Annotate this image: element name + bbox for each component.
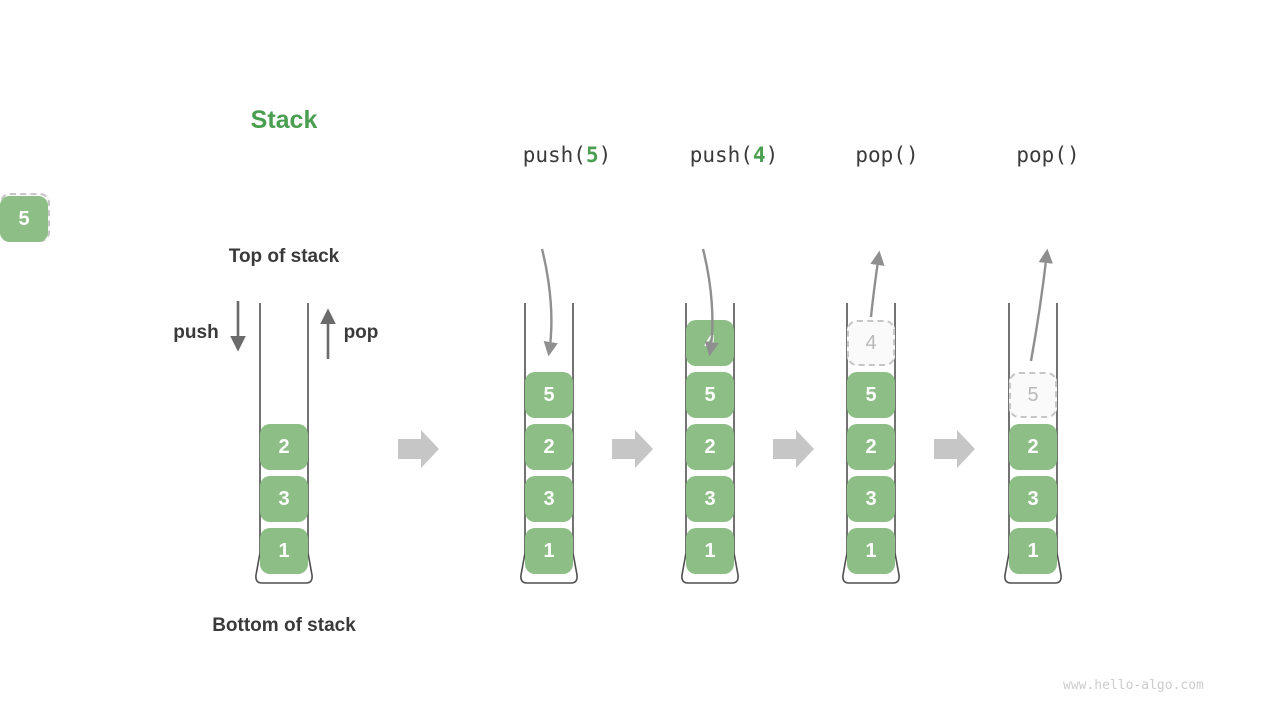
stack-well-push-4: 4 5 2 3 1 bbox=[679, 303, 741, 588]
top-of-stack-label: Top of stack bbox=[228, 246, 340, 267]
ghost-block-removed: 4 bbox=[847, 320, 895, 366]
stack-block: 5 bbox=[686, 372, 734, 418]
operation-label-pop-2: pop() bbox=[1016, 143, 1080, 167]
watermark: www.hello-algo.com bbox=[1063, 678, 1204, 693]
stack-block: 3 bbox=[1009, 476, 1057, 522]
stack-block: 1 bbox=[1009, 528, 1057, 574]
stack-block: 1 bbox=[847, 528, 895, 574]
operation-label-push-5: push(5) bbox=[522, 143, 612, 167]
transition-arrow-icon bbox=[612, 430, 653, 468]
stack-well-push-5: 5 2 3 1 bbox=[518, 303, 580, 588]
stack-block: 3 bbox=[525, 476, 573, 522]
stack-block: 2 bbox=[847, 424, 895, 470]
stack-block: 1 bbox=[686, 528, 734, 574]
stack-block: 3 bbox=[260, 476, 308, 522]
stack-well-pop-1: 4 5 2 3 1 bbox=[840, 303, 902, 588]
stack-block: 2 bbox=[525, 424, 573, 470]
transition-arrow-icon bbox=[773, 430, 814, 468]
bottom-of-stack-label: Bottom of stack bbox=[212, 615, 356, 636]
pop-label: pop bbox=[343, 322, 379, 343]
stack-block: 5 bbox=[525, 372, 573, 418]
stack-container-outline bbox=[1004, 303, 1062, 584]
operation-label-pop-1: pop() bbox=[855, 143, 919, 167]
stack-block: 5 bbox=[847, 372, 895, 418]
push-label: push bbox=[173, 322, 219, 343]
stack-container-outline bbox=[520, 303, 578, 584]
stack-block: 3 bbox=[686, 476, 734, 522]
ghost-block-removed: 5 bbox=[1009, 372, 1057, 418]
stack-block: 1 bbox=[525, 528, 573, 574]
stack-container-outline bbox=[842, 303, 900, 584]
transition-arrow-icon bbox=[398, 430, 439, 468]
stack-block: 2 bbox=[686, 424, 734, 470]
stack-block: 4 bbox=[686, 320, 734, 366]
stack-container-outline bbox=[255, 303, 313, 584]
stack-well-pop-2: 5 2 3 1 bbox=[1002, 303, 1064, 588]
operation-label-push-4: push(4) bbox=[689, 143, 779, 167]
stack-block: 3 bbox=[847, 476, 895, 522]
stack-block: 2 bbox=[260, 424, 308, 470]
diagram-title: Stack bbox=[250, 106, 318, 134]
stack-container-outline bbox=[681, 303, 739, 584]
stack-block: 1 bbox=[260, 528, 308, 574]
transition-arrow-icon bbox=[934, 430, 975, 468]
stack-well-initial: 2 3 1 bbox=[253, 303, 315, 588]
stack-block: 2 bbox=[1009, 424, 1057, 470]
popped-value-box-5: 5 bbox=[0, 196, 48, 242]
